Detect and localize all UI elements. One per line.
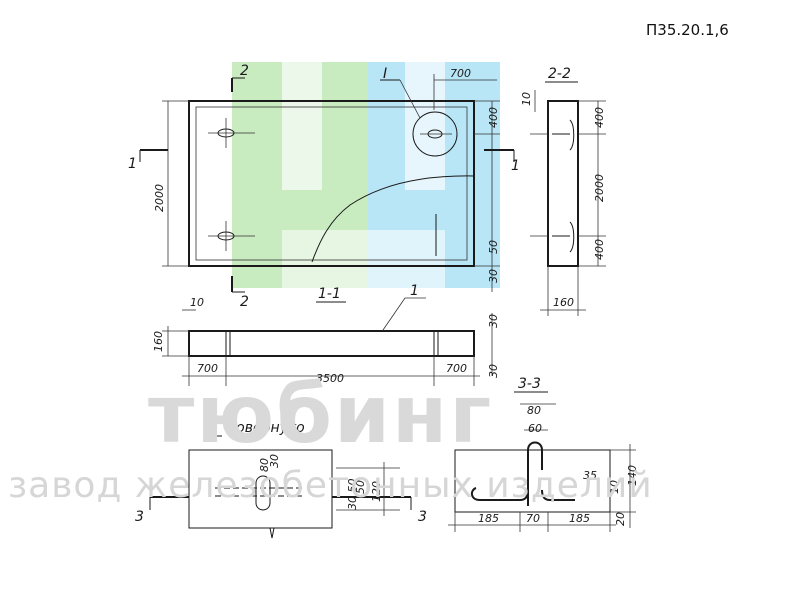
section-mark-1-right: 1 xyxy=(511,158,520,174)
elevation-view: 1-1 1 160 10 30 30 700 3500 700 xyxy=(152,283,500,386)
watermark-logo xyxy=(232,62,500,288)
node-detail-view: I повернуто 3 3 80 30 50 120 30,50 xyxy=(135,420,427,539)
dim-plan-height: 2000 xyxy=(153,184,166,212)
title-node-numeral: I xyxy=(213,420,217,436)
dim-s33-70: 70 xyxy=(526,512,540,525)
dim-s22-400-bottom: 400 xyxy=(593,239,606,260)
dim-node-30: 30 xyxy=(268,454,281,468)
section-2-2-loop-bottom xyxy=(552,221,575,253)
product-code: П35.20.1,6 xyxy=(646,21,729,39)
dim-s33-10: 10 xyxy=(608,480,621,494)
watermark-cutout-left xyxy=(282,62,322,190)
dim-elev-30-top: 30 xyxy=(487,314,500,328)
title-section-3-3: 3-3 xyxy=(518,376,541,392)
section-2-2-view: 2-2 10 400 2000 400 160 xyxy=(520,66,606,316)
dim-plan-700: 700 xyxy=(450,67,471,80)
section-3-3-view: 3-3 80 60 35 10 140 20 185 70 185 xyxy=(448,376,639,532)
dim-s33-60: 60 xyxy=(528,422,542,435)
section-mark-3-left: 3 xyxy=(135,509,144,525)
dim-s33-140: 140 xyxy=(626,465,639,486)
section-3-3-outline xyxy=(454,449,611,513)
break-line xyxy=(311,175,475,263)
section-mark-3-right: 3 xyxy=(418,509,427,525)
dim-node-120: 120 xyxy=(370,481,383,502)
title-node-rotated: повернуто xyxy=(227,420,305,436)
watermark-cutout-right xyxy=(405,62,445,190)
dim-plan-400: 400 xyxy=(487,107,500,128)
watermark-title: тюбинг xyxy=(148,368,493,461)
node-outline xyxy=(188,449,333,529)
dim-s33-20: 20 xyxy=(614,512,627,526)
dim-node-80: 80 xyxy=(258,458,271,472)
watermark-cutout-bottom xyxy=(282,230,445,288)
dim-plan-50: 50 xyxy=(487,240,500,254)
detail-circle xyxy=(412,111,458,157)
dim-s22-10: 10 xyxy=(520,92,533,106)
dim-plan-30: 30 xyxy=(487,269,500,283)
dim-elev-3500: 3500 xyxy=(316,372,344,385)
dim-s33-80: 80 xyxy=(527,404,541,417)
elevation-outline xyxy=(188,330,475,357)
dim-s33-35: 35 xyxy=(583,469,597,482)
dim-elev-160: 160 xyxy=(152,331,165,352)
dim-s22-160: 160 xyxy=(553,296,574,309)
section-mark-2-top: 2 xyxy=(240,63,249,79)
section-3-3-rebar-left xyxy=(470,487,529,501)
watermark-subtitle: завод железобетонных изделий xyxy=(8,465,653,506)
plan-outline xyxy=(188,100,475,267)
section-2-2-loop-top xyxy=(552,119,575,151)
section-3-3-rebar-right xyxy=(541,489,575,501)
title-section-1-1: 1-1 xyxy=(318,286,341,302)
section-mark-1-left: 1 xyxy=(128,156,137,172)
leader-label-1: 1 xyxy=(410,283,419,299)
dim-s22-2000: 2000 xyxy=(593,174,606,202)
dim-elev-30-bottom: 30 xyxy=(487,364,500,378)
node-mark: I xyxy=(383,66,387,82)
plan-chamfer xyxy=(195,106,468,261)
plan-view: 2000 700 400 50 30 1 1 2 2 I xyxy=(128,63,520,310)
dim-s22-400-top: 400 xyxy=(593,107,606,128)
dim-elev-10: 10 xyxy=(190,296,204,309)
node-loop xyxy=(255,475,271,511)
dim-node-50: 50 xyxy=(354,480,367,494)
section-3-3-loop xyxy=(527,441,543,506)
dim-elev-700-right: 700 xyxy=(446,362,467,375)
dim-elev-700-left: 700 xyxy=(197,362,218,375)
node-break xyxy=(269,527,275,539)
dim-s33-185-right: 185 xyxy=(569,512,590,525)
dim-s33-185-left: 185 xyxy=(478,512,499,525)
dim-node-30-50: 30,50 xyxy=(346,479,359,511)
section-mark-2-bottom: 2 xyxy=(240,294,249,310)
title-section-2-2: 2-2 xyxy=(548,66,571,82)
section-2-2-outline xyxy=(547,100,579,267)
